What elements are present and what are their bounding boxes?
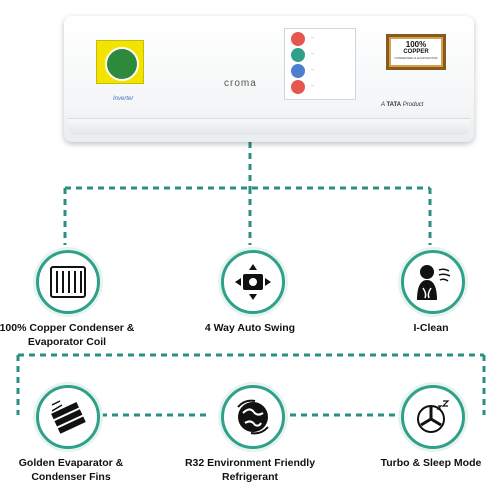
feature-four-way-swing [211,240,291,320]
eco-globe-icon [237,399,269,435]
feature-turbo-sleep [391,375,471,455]
feature-sticker: — — — — [284,28,356,100]
feature-eco-refrigerant [211,375,291,455]
brand-logo: croma [224,78,257,89]
energy-rating-sticker [96,40,144,84]
turbo-sleep-icon [417,400,450,433]
maker-tag: A TATA Product [381,102,424,108]
feature-golden-fins [26,375,106,455]
feature-label-turbo-sleep: Turbo & Sleep Mode [380,457,482,469]
inverter-badge: Inverter [113,96,134,102]
four-way-swing-icon [235,264,271,300]
i-clean-icon [417,265,451,300]
feature-label-golden-fins: Golden Evaparator & Condenser Fins [18,457,124,483]
feature-i-clean [391,240,471,320]
feature-label-four-way-swing: 4 Way Auto Swing [204,322,296,334]
air-vent [68,118,470,135]
copper-coil-icon [50,266,86,298]
golden-fins-icon [51,400,86,434]
feature-copper-coil [26,240,106,320]
feature-label-copper-coil: 100% Copper Condenser & Evaporator Coil [0,322,135,348]
feature-label-eco-refrigerant: R32 Environment Friendly Refrigerant [184,457,316,483]
feature-label-i-clean: I-Clean [413,322,449,334]
copper-badge: 100% COPPER CONDENSER & EVAPORATOR [386,34,446,70]
